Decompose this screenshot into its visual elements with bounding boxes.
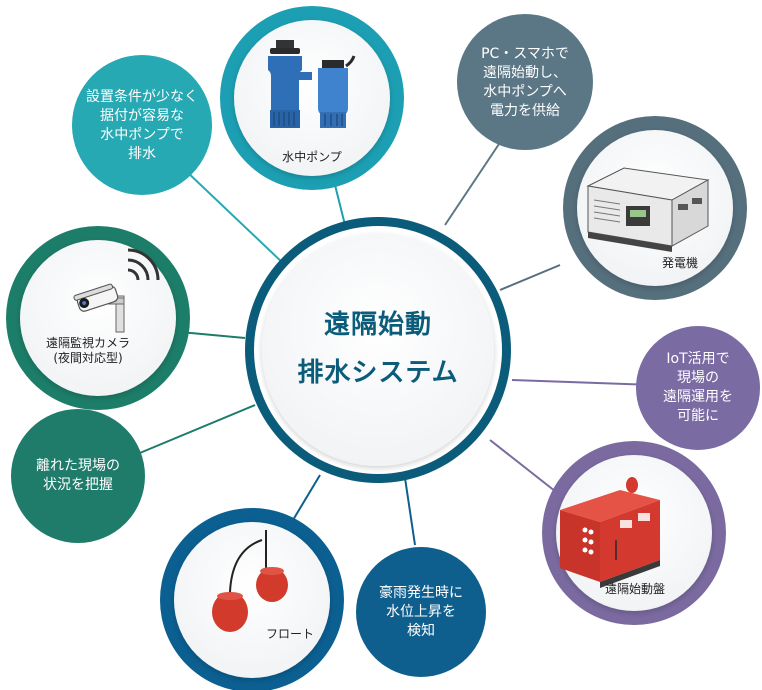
power-text: PC・スマホで 遠隔始動し、 水中ポンプへ 電力を供給 [481, 46, 569, 119]
control-panel-icon [560, 477, 660, 588]
camera-caption: 遠隔監視カメラ (夜間対応型) [45, 336, 130, 365]
generator-icon [586, 167, 710, 252]
center-node [245, 217, 511, 483]
iot-text: IoT活用で 現場の 遠隔運用を 可能に [663, 351, 733, 424]
connector-lines [134, 134, 656, 546]
pump-caption: 水中ポンプ [282, 150, 342, 164]
float-caption: フロート [265, 627, 314, 641]
connector-generator [499, 264, 561, 291]
detect-text: 豪雨発生時に 水位上昇を 検知 [379, 585, 463, 639]
connector-monitor [134, 404, 256, 456]
power-bubble [457, 14, 593, 150]
center-title-line2: 排水システム [297, 358, 459, 388]
pump-icon [268, 40, 356, 128]
connector-float [289, 474, 321, 526]
center-title-line1: 遠隔始動 [323, 310, 432, 340]
camera-node [6, 226, 190, 410]
connector-power [444, 134, 506, 226]
connector-detect [404, 477, 416, 546]
monitor-bubble [11, 409, 145, 543]
connector-pump [334, 184, 346, 226]
connector-camera [179, 331, 246, 339]
installation-bubble [72, 55, 212, 195]
monitor-text: 離れた現場の 状況を把握 [36, 458, 120, 493]
installation-text: 設置条件が少なく 据付が容易な 水中ポンプで 排水 [86, 89, 198, 162]
connector-panel [489, 439, 561, 496]
float-switch-icon [212, 530, 288, 632]
security-camera-icon [73, 248, 160, 333]
panel-node [542, 441, 726, 625]
connector-iot [511, 379, 656, 386]
float-node [160, 508, 344, 690]
connector-installation [184, 169, 286, 266]
generator-node [563, 116, 747, 300]
detect-bubble [356, 547, 486, 677]
panel-caption: 遠隔始動盤 [604, 582, 665, 596]
pump-node [220, 6, 404, 190]
generator-caption: 発電機 [661, 256, 698, 270]
iot-bubble [636, 326, 760, 450]
